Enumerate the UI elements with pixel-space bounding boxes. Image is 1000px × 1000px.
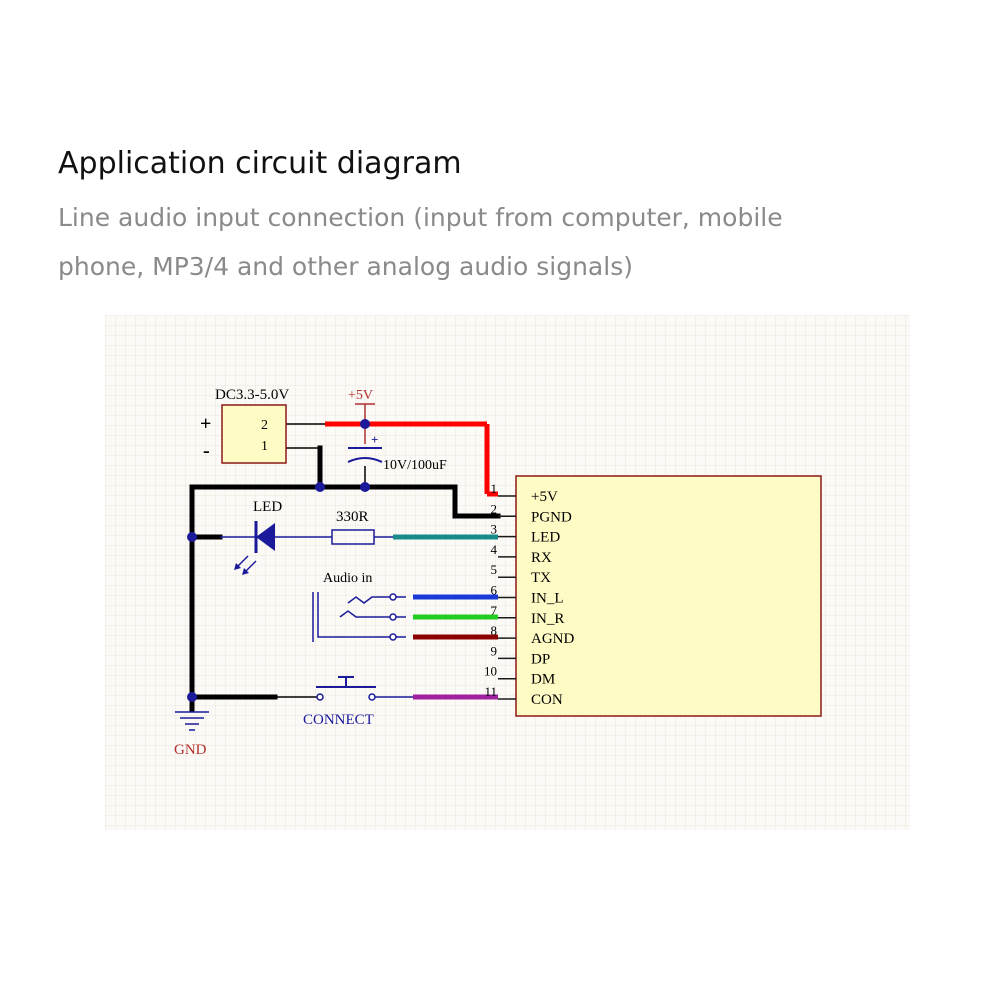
power-connector	[221, 404, 287, 464]
module-pin-name: LED	[531, 530, 560, 546]
plus-sign: +	[200, 413, 211, 435]
module-pin-number: 3	[491, 522, 498, 537]
module-pin-number: 2	[491, 501, 498, 516]
module-pin-number: 6	[491, 583, 498, 598]
led-label: LED	[253, 499, 282, 515]
module-pin-number: 9	[491, 643, 498, 658]
button-label: CONNECT	[303, 712, 374, 728]
module-pin-number: 8	[491, 623, 498, 638]
audio-jack-symbol	[312, 592, 406, 642]
capacitor-label: 10V/100uF	[383, 458, 447, 473]
module-pin-number: 11	[484, 684, 497, 699]
audio-label: Audio in	[323, 571, 372, 586]
module-pin-number: 10	[484, 664, 497, 679]
gnd-label: GND	[174, 742, 207, 758]
connector-pin-bottom: 1	[261, 439, 268, 454]
capacitor-polarity: +	[371, 432, 378, 447]
module-pin-number: 5	[491, 562, 498, 577]
page-subtitle-line2: phone, MP3/4 and other analog audio sign…	[58, 252, 633, 281]
module-pin-name: CON	[531, 692, 563, 708]
module-pin-name: AGND	[531, 631, 574, 647]
led-symbol	[220, 521, 332, 575]
module-pin-name: TX	[531, 570, 551, 586]
module-pin-number: 4	[491, 542, 498, 557]
module-pin-name: DM	[531, 672, 555, 688]
module-pin-name: RX	[531, 550, 552, 566]
power-connector-label: DC3.3-5.0V	[215, 387, 289, 403]
module-box	[515, 475, 822, 717]
module-pin-number: 1	[491, 481, 498, 496]
junction-dots	[187, 419, 370, 702]
connector-pin-top: 2	[261, 418, 268, 433]
module-pin-number: 7	[491, 603, 498, 618]
module-pin-name: IN_R	[531, 611, 564, 627]
power-wire	[325, 421, 498, 497]
capacitor-symbol	[347, 447, 383, 463]
page-subtitle-line1: Line audio input connection (input from …	[58, 203, 783, 232]
page-title: Application circuit diagram	[58, 146, 462, 181]
connect-button-symbol	[316, 676, 413, 701]
resistor-label: 330R	[336, 509, 369, 525]
module-pin-name: IN_L	[531, 591, 564, 607]
ground-symbol	[175, 711, 209, 731]
module-pin-name: DP	[531, 651, 550, 667]
module-pin-name: PGND	[531, 509, 572, 525]
rail-label: +5V	[348, 388, 373, 403]
minus-sign: -	[203, 440, 210, 462]
module-pin-name: +5V	[531, 489, 558, 505]
